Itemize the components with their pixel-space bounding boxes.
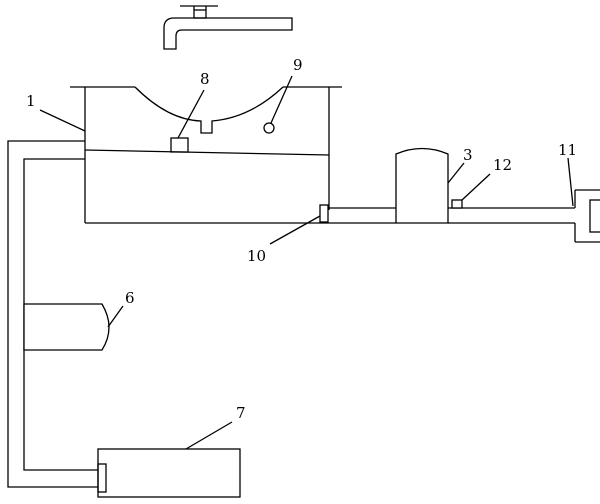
label-11: 11 (558, 141, 577, 159)
faucet (163, 5, 293, 50)
indicator-9 (263, 122, 275, 134)
unit-7 (97, 448, 241, 498)
label-9: 9 (293, 56, 303, 74)
right-pipe-b (448, 207, 575, 224)
label-3: 3 (463, 146, 473, 164)
label-6: 6 (125, 289, 135, 307)
basin-tank (70, 86, 342, 224)
sensor-8 (170, 137, 189, 153)
label-10: 10 (247, 247, 266, 265)
label-12: 12 (493, 156, 512, 174)
right-pipe-a (329, 207, 396, 224)
label-8: 8 (200, 70, 210, 88)
label-7: 7 (236, 404, 246, 422)
label-1: 1 (26, 92, 36, 110)
valve-10 (319, 204, 329, 223)
filter-6 (23, 303, 110, 351)
fitting-11 (574, 189, 600, 243)
tank-3 (395, 147, 449, 224)
leader-lines (39, 75, 574, 450)
sensor-12 (451, 199, 463, 209)
